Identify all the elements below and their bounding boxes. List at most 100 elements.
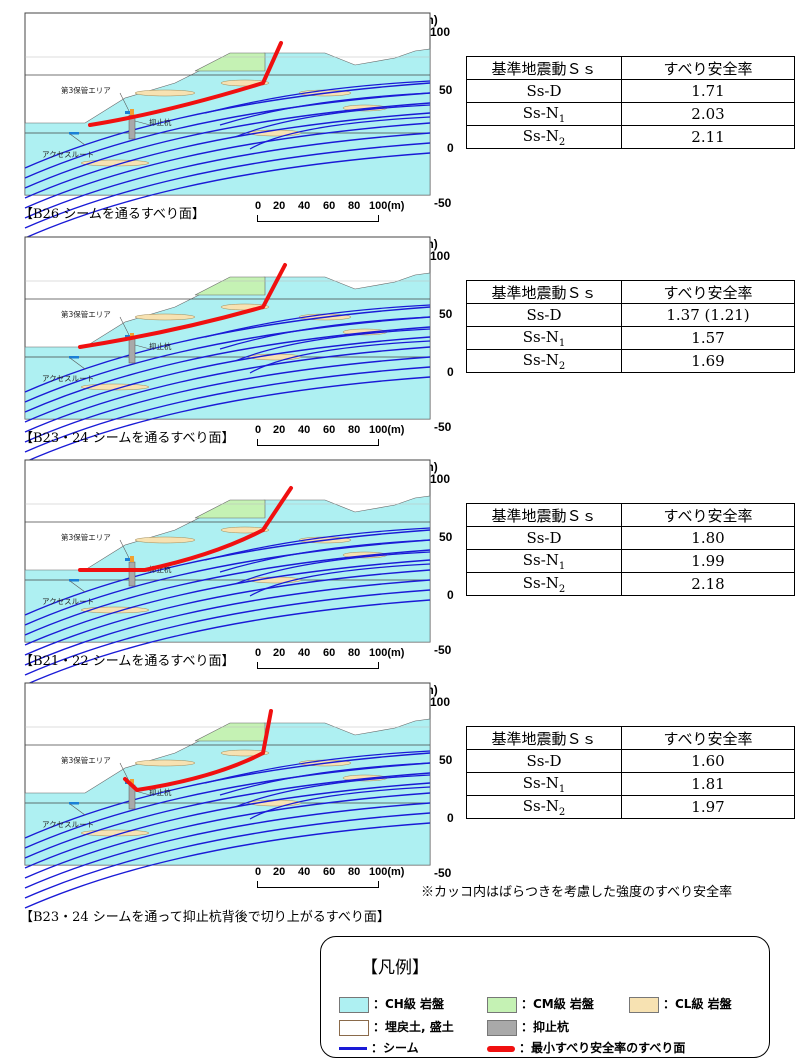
scale-tick-label: 20	[273, 866, 286, 878]
cell-value: 1.99	[621, 549, 795, 573]
table-header-sf: すべり安全率	[621, 56, 795, 80]
scale-tick-label: 80	[348, 647, 361, 659]
scale-bar: 0 20 40 60 80 100(m)	[255, 866, 405, 890]
table-header-ss: 基準地震動Ｓｓ	[466, 503, 622, 527]
access-route-marker	[69, 579, 79, 582]
seam-line	[24, 102, 431, 189]
scale-tick-label: 100(m)	[369, 424, 405, 436]
rock-cl-lens	[80, 159, 150, 167]
seam-line	[249, 340, 431, 374]
table-header-sf: すべり安全率	[621, 280, 795, 304]
axis-tick-100: 100	[430, 695, 451, 709]
seam-line	[24, 306, 431, 393]
panel-caption: 【B26 シームを通るすべり面】	[20, 207, 205, 222]
scale-bar-line	[257, 215, 379, 222]
legend-item-seam: ：シーム	[339, 1039, 419, 1056]
seam-line	[204, 527, 431, 561]
legend-item-cm: ：CM級 岩盤	[487, 995, 594, 1013]
cell-value: 1.80	[621, 526, 795, 550]
scale-tick-label: 60	[323, 866, 336, 878]
axis-tick-100: 100	[430, 249, 451, 263]
leader-line	[119, 539, 130, 559]
legend-item-slip: ：最小すべり安全率のすべり面	[487, 1039, 685, 1056]
seam-line	[24, 539, 431, 626]
seam-line	[24, 812, 431, 899]
cell-ss: Ss-N1	[466, 326, 622, 350]
cell-value: 2.18	[621, 572, 795, 596]
seam-line	[24, 346, 431, 433]
seam-line	[24, 569, 431, 656]
scale-tick-label: 0	[255, 200, 262, 212]
table-header-ss: 基準地震動Ｓｓ	[466, 56, 622, 80]
rock-cl-lens	[134, 313, 196, 321]
leader-line	[119, 762, 130, 782]
seam-line	[249, 563, 431, 597]
label-pile: 抑止杭	[149, 787, 172, 797]
critical-slip-surface	[123, 709, 273, 792]
legend-title: 【凡例】	[361, 958, 429, 978]
seam-line	[24, 599, 431, 686]
rock-cl-lens	[134, 759, 196, 767]
label-storage-area: 第3保管エリア	[61, 85, 111, 95]
seam-line	[234, 104, 431, 138]
cell-ss: Ss-N1	[466, 102, 622, 126]
cell-value: 2.03	[621, 102, 795, 126]
scale-bar-line	[257, 881, 379, 888]
cell-ss: Ss-D	[466, 749, 622, 773]
cell-ss: Ss-N2	[466, 349, 622, 373]
footnote: ※カッコ内はばらつきを考慮した強度のすべり安全率	[421, 885, 733, 900]
seam-line	[24, 122, 431, 209]
scale-tick-label: 100(m)	[369, 866, 405, 878]
axis-tick-50: 50	[439, 753, 453, 767]
cell-ss: Ss-D	[466, 526, 622, 550]
label-access-route: アクセスルート	[42, 150, 94, 159]
cell-ss: Ss-N2	[466, 795, 622, 819]
seam-line	[24, 802, 431, 889]
seam-line	[24, 589, 431, 676]
critical-slip-surface	[78, 486, 293, 572]
pile-top	[130, 556, 134, 562]
panel-caption: 【B21・22 シームを通るすべり面】	[20, 654, 235, 669]
scale-tick-label: 40	[298, 424, 311, 436]
label-storage-area: 第3保管エリア	[61, 755, 111, 765]
scale-tick-label: 40	[298, 200, 311, 212]
cell-ss: Ss-N2	[466, 125, 622, 149]
scale-tick-label: 20	[273, 647, 286, 659]
legend: 【凡例】 ：CH級 岩盤 ：CM級 岩盤 ：CL級 岩盤 ：埋戻土, 盛土 ：抑…	[320, 936, 770, 1058]
table-header-sf: すべり安全率	[621, 726, 795, 750]
swatch-pile	[487, 1019, 517, 1036]
axis-tick-0: 0	[447, 141, 454, 155]
scale-bar: 0 20 40 60 80 100(m)	[255, 424, 405, 448]
leader-line	[69, 803, 86, 816]
axis-tick-minus-50: -50	[434, 643, 452, 657]
pile-top	[130, 109, 134, 115]
scale-tick-label: 20	[273, 200, 286, 212]
leader-line	[119, 316, 130, 336]
seam-line	[234, 328, 431, 362]
leader-line	[134, 120, 151, 126]
rock-cl-lens	[134, 536, 196, 544]
rock-ch-region	[24, 495, 431, 643]
legend-label: ：CL級 岩盤	[663, 997, 732, 1011]
axis-tick-minus-50: -50	[434, 866, 452, 880]
pile-top	[130, 779, 134, 785]
legend-label: ：CM級 岩盤	[521, 997, 594, 1011]
ss-subscript: 1	[558, 337, 566, 349]
rock-cl-lens	[80, 829, 150, 837]
label-storage-area: 第3保管エリア	[61, 532, 111, 542]
seam-line	[24, 92, 431, 179]
seam-line	[24, 152, 431, 239]
seam-line	[24, 529, 431, 616]
scale-tick-label: 80	[348, 200, 361, 212]
